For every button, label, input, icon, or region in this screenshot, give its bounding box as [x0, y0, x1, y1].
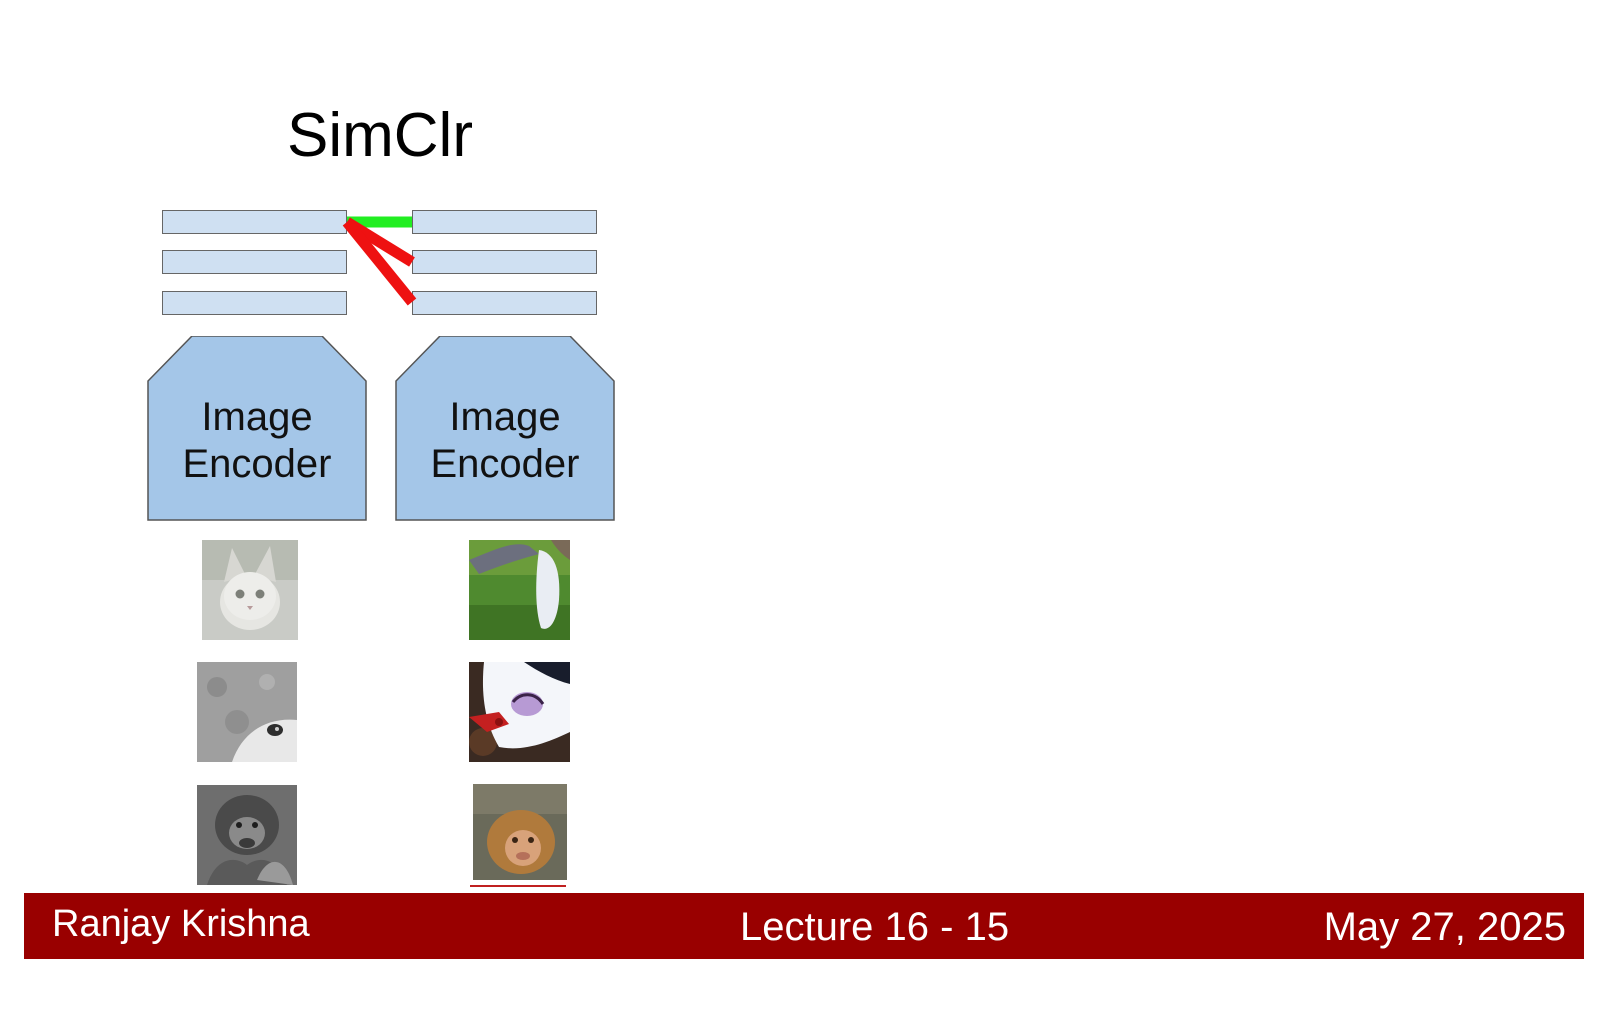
encoder-shape — [395, 336, 615, 521]
encoder-label-line1: Image — [201, 395, 313, 439]
thumbnail-macaque — [473, 784, 567, 880]
thumbnail-rabbit — [197, 662, 297, 762]
footer-author: Ranjay Krishna — [52, 903, 310, 945]
encoder-label-line1: Image — [449, 395, 561, 439]
encoder-label: Image Encoder — [395, 394, 615, 488]
footer-date: May 27, 2025 — [1323, 905, 1566, 949]
footer-bar: Ranjay Krishna Lecture 16 - 15 May 27, 2… — [24, 893, 1584, 959]
thumbnail-dog-on-grass — [469, 540, 570, 640]
image-encoder-left: Image Encoder — [147, 336, 367, 521]
thumbnail-kitten — [202, 540, 298, 640]
thumbnail-dog-mouth — [469, 662, 570, 762]
embedding-left-1 — [162, 210, 347, 234]
embedding-right-2 — [412, 250, 597, 274]
thumbnail-underline — [470, 885, 566, 887]
embedding-left-2 — [162, 250, 347, 274]
encoder-label: Image Encoder — [147, 394, 367, 488]
footer-lecture: Lecture 16 - 15 — [740, 905, 1010, 949]
negative-link-2 — [342, 218, 417, 306]
image-encoder-right: Image Encoder — [395, 336, 615, 521]
slide-title: SimClr — [287, 101, 473, 170]
embedding-right-3 — [412, 291, 597, 315]
embedding-right-1 — [412, 210, 597, 234]
thumbnail-monkey — [197, 785, 297, 885]
encoder-label-line2: Encoder — [182, 442, 332, 486]
embedding-left-3 — [162, 291, 347, 315]
encoder-label-line2: Encoder — [430, 442, 580, 486]
encoder-shape — [147, 336, 367, 521]
